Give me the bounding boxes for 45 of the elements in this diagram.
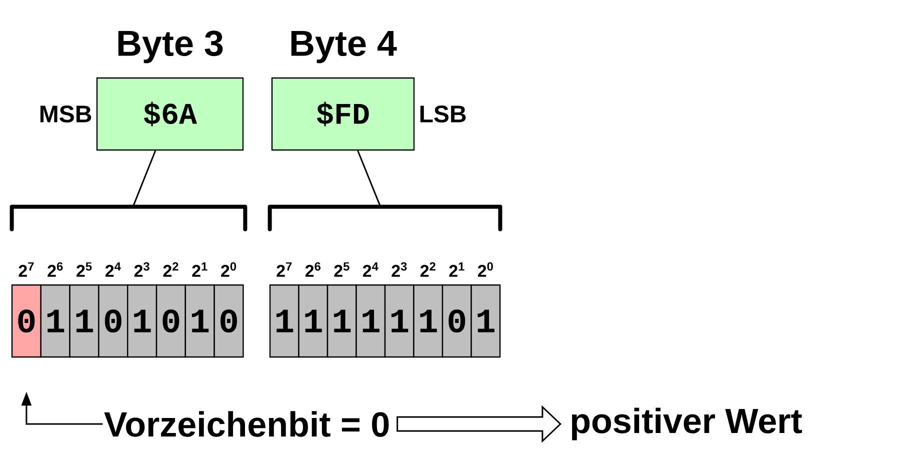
bit-cell: 0 xyxy=(98,284,128,358)
statement-text: positiver Wert xyxy=(572,408,802,440)
hex-byte-box: $6A xyxy=(96,77,244,151)
bit-weight-label: 2$^{1}$ xyxy=(449,262,464,277)
bit-cell: 1 xyxy=(269,284,300,358)
connector-line xyxy=(132,150,156,208)
bit-cell: 1 xyxy=(69,284,100,358)
bit-cell: 1 xyxy=(326,284,357,358)
hex-byte-box: $FD xyxy=(271,77,415,151)
byte-heading: Byte 4 xyxy=(291,30,397,64)
bit-cell: 1 xyxy=(40,284,70,358)
bit-weight-label: 2$^{0}$ xyxy=(221,262,236,277)
byte-heading: Byte 3 xyxy=(118,30,223,64)
bit-order-label: LSB xyxy=(420,106,466,122)
bit-cell: 1 xyxy=(384,284,414,358)
bit-weight-label: 2$^{6}$ xyxy=(48,262,63,277)
bit-weight-label: 2$^{2}$ xyxy=(420,262,436,277)
bit-cell: 0 xyxy=(214,284,244,358)
bit-weight-label: 2$^{6}$ xyxy=(305,262,320,277)
bit-weight-label: 2$^{4}$ xyxy=(362,262,378,277)
bit-weight-label: 2$^{3}$ xyxy=(134,262,150,277)
bit-cell: 1 xyxy=(356,284,386,358)
bit-cell: 1 xyxy=(413,284,444,358)
bit-cell: 1 xyxy=(127,284,158,358)
bracket xyxy=(10,204,248,232)
bit-weight-label: 2$^{0}$ xyxy=(478,262,493,277)
bit-cell: 0 xyxy=(156,284,186,358)
bit-weight-label: 2$^{3}$ xyxy=(392,262,407,277)
bit-weight-label: 2$^{5}$ xyxy=(334,262,350,277)
bit-cell: 1 xyxy=(470,284,501,358)
bracket xyxy=(268,204,502,232)
bit-weight-label: 2$^{4}$ xyxy=(105,262,121,277)
bit-cell: 1 xyxy=(184,284,215,358)
bit-weight-label: 2$^{2}$ xyxy=(163,262,178,277)
bit-cell: 0 xyxy=(11,284,42,358)
bit-cell: 0 xyxy=(442,284,472,358)
bit-order-label: MSB xyxy=(40,106,92,122)
bit-weight-label: 2$^{7}$ xyxy=(276,262,292,277)
bit-cell: 1 xyxy=(298,284,328,358)
statement-text: Vorzeichenbit = 0 xyxy=(104,411,389,437)
hollow-arrow xyxy=(396,405,562,443)
bit-weight-label: 2$^{1}$ xyxy=(192,262,208,277)
connector-line xyxy=(357,150,382,208)
bit-weight-label: 2$^{7}$ xyxy=(18,262,34,277)
bit-weight-label: 2$^{5}$ xyxy=(76,262,92,277)
